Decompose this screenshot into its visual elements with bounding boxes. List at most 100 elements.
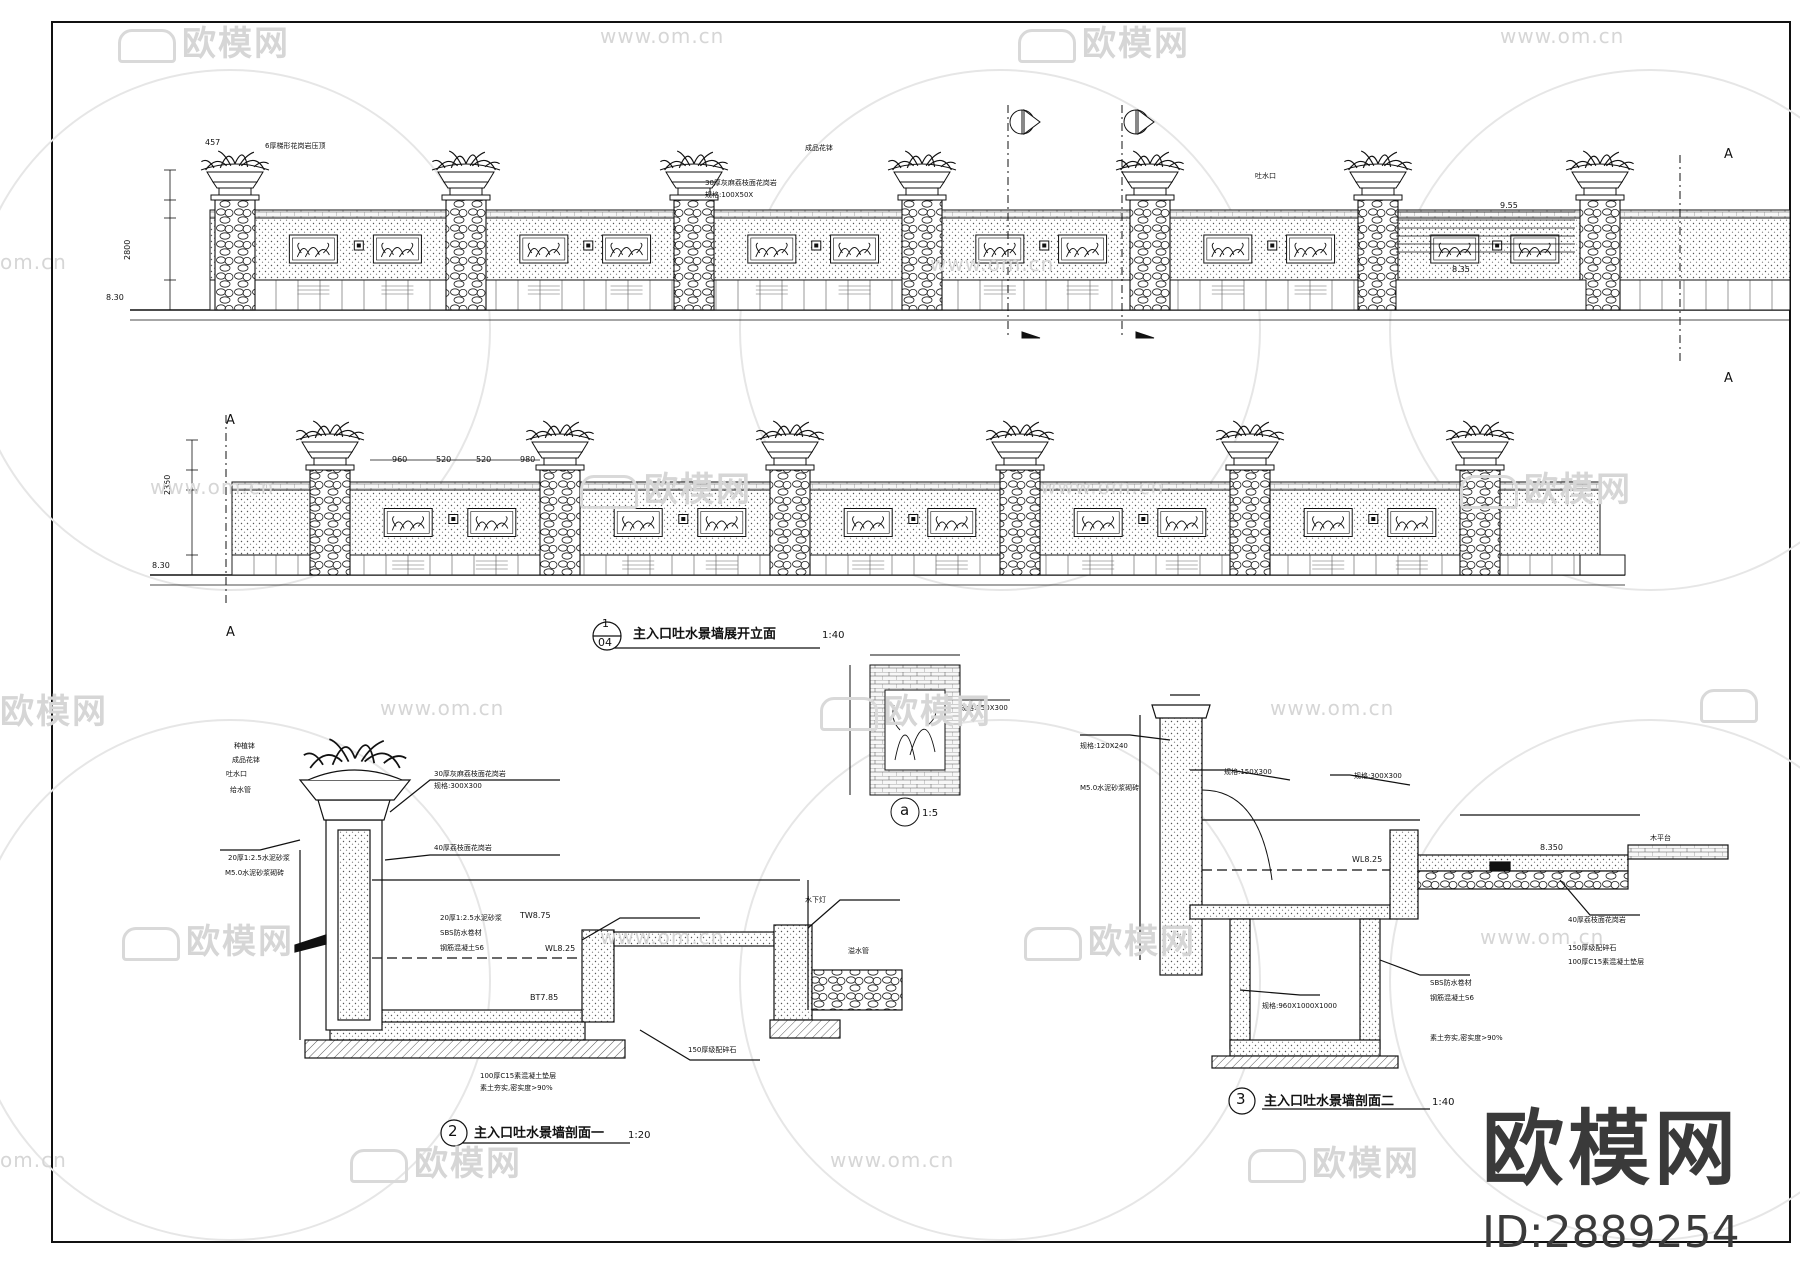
note-edge: 20厚1:2.5水泥砂浆 xyxy=(440,913,502,922)
dim-wall-height-low: 2350 xyxy=(163,475,172,495)
note-stone-2: 规格:150X300 xyxy=(1224,767,1272,776)
relief-panel xyxy=(383,508,433,537)
watermark-brand: 欧模网 xyxy=(1024,914,1196,963)
note-facing-2: 30厚灰麻荔枝面花岗岩 xyxy=(434,769,506,778)
watermark-url: www.om.cn xyxy=(1480,925,1605,949)
spout-hole xyxy=(814,243,819,248)
stone-pier xyxy=(539,469,581,576)
note-concrete-2: 100厚C15素混凝土垫层 xyxy=(1568,957,1644,966)
note-rebar: 钢筋混凝土S6 xyxy=(440,943,484,952)
end-block xyxy=(1579,554,1626,576)
watermark-url: www.om.cn xyxy=(1040,475,1165,499)
watermark-logo-icon xyxy=(118,28,176,63)
note-gravel-2: 150厚级配碎石 xyxy=(1568,943,1616,952)
watermark-url: www.om.cn xyxy=(930,252,1055,276)
note-gravel: 150厚级配碎石 xyxy=(688,1045,736,1054)
watermark-url: www.om.cn xyxy=(150,475,275,499)
pier-cap xyxy=(1571,171,1629,201)
planter-bowl xyxy=(985,433,1055,441)
relief-panel xyxy=(613,508,663,537)
note-paving: 40厚荔枝面花岗岩 xyxy=(434,843,492,852)
pier-cap xyxy=(761,441,819,471)
stone-pier xyxy=(999,469,1041,576)
stone-pier xyxy=(309,469,351,576)
stone-pier xyxy=(673,199,715,311)
section-a-top-right-low: A xyxy=(1724,371,1733,386)
watermark-brand: 欧模网 xyxy=(122,914,294,963)
relief-panel xyxy=(1286,234,1336,264)
note-deck: 木平台 xyxy=(1650,833,1671,842)
stone-pier xyxy=(1357,199,1399,311)
detail-a-mark: a xyxy=(900,801,910,819)
elevation-scale: 1:40 xyxy=(822,630,845,641)
note-soil: 素土夯实,密实度>90% xyxy=(480,1083,553,1092)
note-rebar-2: 钢筋混凝土S6 xyxy=(1430,993,1474,1002)
relief-panel xyxy=(1073,508,1123,537)
spout-hole xyxy=(451,517,456,521)
note-drain: 溢水管 xyxy=(848,946,869,955)
planter-bowl xyxy=(431,163,501,171)
pier-cap xyxy=(437,171,495,201)
watermark-brand: 欧模网 xyxy=(1248,1136,1420,1185)
relief-panel xyxy=(1303,508,1353,537)
planter-bowl xyxy=(1115,163,1185,171)
detail-a-scale: 1:5 xyxy=(922,808,939,819)
watermark-logo-icon xyxy=(1024,926,1082,961)
elevation-ref-bottom: 04 xyxy=(598,636,612,649)
relief-panel xyxy=(830,234,880,264)
watermark-brand: 欧模网 xyxy=(820,684,992,733)
note-stone: 规格:150X300 xyxy=(960,703,1008,712)
dim-ground-top: 8.30 xyxy=(106,293,124,302)
note-light: 水下灯 xyxy=(805,895,826,904)
section-two-number: 3 xyxy=(1236,1090,1246,1108)
relief-panel xyxy=(697,508,747,537)
brand-name: 欧模网 xyxy=(1481,1102,1740,1197)
watermark-rings xyxy=(0,69,1800,1241)
planter-bowl xyxy=(1343,163,1413,171)
section-a-left-low: A xyxy=(226,625,235,640)
spout-hole xyxy=(1495,243,1500,248)
pier-cap xyxy=(301,441,359,471)
relief-panel xyxy=(467,508,517,537)
note-paving-2: 40厚荔枝面花岗岩 xyxy=(1568,915,1626,924)
watermark-logo-icon xyxy=(580,474,638,509)
level-wl-1: WL8.25 xyxy=(545,944,575,953)
note-pump: 给水管 xyxy=(230,785,251,794)
spout-hole xyxy=(681,517,686,521)
note-pool: 规格:960X1000X1000 xyxy=(1262,1001,1337,1010)
section-letters: A A A A xyxy=(226,147,1733,640)
spout-hole xyxy=(1042,243,1047,248)
level-upper: 9.55 xyxy=(1500,201,1518,210)
watermark-brand: 欧模网 xyxy=(0,692,108,732)
spout-hole xyxy=(1371,517,1376,521)
planter-bowl xyxy=(755,433,825,441)
note-soil-2: 素土夯实,密实度>90% xyxy=(1430,1033,1503,1042)
spout-hole xyxy=(1270,243,1275,248)
planter-bowl xyxy=(887,163,957,171)
watermark-brand: 欧模网 xyxy=(580,462,752,511)
section-one-scale: 1:20 xyxy=(628,1130,651,1141)
note-pot: 种植钵 xyxy=(234,741,255,750)
note-concrete: 100厚C15素混凝土垫层 xyxy=(480,1071,556,1080)
watermark-logo-icon xyxy=(820,696,878,731)
relief-panel xyxy=(747,234,797,264)
watermark-url: www.om.cn xyxy=(1500,24,1625,48)
watermark-logo-icon xyxy=(1018,28,1076,63)
note-cap: 6厚梯形花岗岩压顶 xyxy=(265,141,325,150)
sheet-border xyxy=(51,21,1791,1243)
watermark-url: www.om.cn xyxy=(600,24,725,48)
level-wl-2: WL8.25 xyxy=(1352,855,1382,864)
planter-bowl xyxy=(659,163,729,171)
level-tw: TW8.75 xyxy=(519,911,551,920)
note-nozzle-top: 吐水口 xyxy=(1255,171,1276,180)
planter-bowl xyxy=(295,433,365,441)
watermark-logo-icon xyxy=(1700,688,1758,723)
stone-pier xyxy=(445,199,487,311)
note-tile-2: 规格:300X300 xyxy=(1354,771,1402,780)
relief-panel xyxy=(1510,234,1560,264)
dim-ground-low: 8.30 xyxy=(152,561,170,570)
watermark-url: www.om.cn xyxy=(1270,696,1395,720)
watermark-brand: 欧模网 xyxy=(350,1136,522,1185)
watermark-logo-icon xyxy=(1460,474,1518,509)
